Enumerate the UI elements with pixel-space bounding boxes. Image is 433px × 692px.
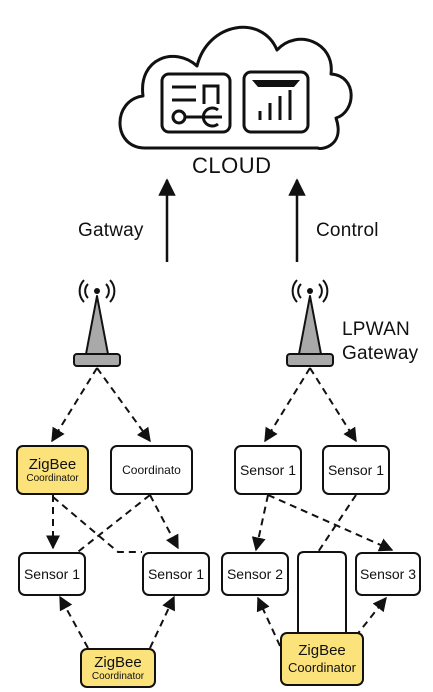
zigbee-coordinator-bottom-left-line2: Coordinator bbox=[91, 670, 145, 682]
cloud-icon bbox=[118, 25, 353, 151]
sensor1-left-a: Sensor 1 bbox=[18, 552, 86, 596]
sensor3-right-label: Sensor 3 bbox=[359, 566, 417, 582]
bar-chart-icon bbox=[242, 70, 310, 134]
right-link-label: Control bbox=[316, 220, 379, 241]
antenna-tower-icon bbox=[286, 279, 334, 367]
zigbee-coordinator-left-line2: Coordinator bbox=[26, 472, 79, 484]
cloud-title: CLOUD bbox=[192, 153, 272, 178]
sensor1-left-b: Sensor 1 bbox=[142, 552, 210, 596]
antenna-tower-icon bbox=[73, 279, 121, 367]
bracket-connector bbox=[297, 551, 347, 634]
lpwan-gateway-label-line2: Gateway bbox=[342, 343, 419, 364]
sensor1-right-a: Sensor 1 bbox=[234, 445, 302, 495]
sensor1-left-b-label: Sensor 1 bbox=[147, 566, 205, 582]
right-connections bbox=[251, 367, 394, 647]
sensor1-left-a-label: Sensor 1 bbox=[23, 566, 81, 582]
zigbee-coordinator-bottom-right: ZigBee Coordinator bbox=[280, 632, 364, 686]
zigbee-coordinator-left-line1: ZigBee bbox=[28, 455, 77, 473]
coordinator-left-label: Coordinato bbox=[122, 463, 181, 477]
document-icon bbox=[160, 72, 232, 134]
sensor3-right: Sensor 3 bbox=[355, 552, 421, 596]
sensor1-right-b: Sensor 1 bbox=[322, 445, 390, 495]
left-connections bbox=[46, 367, 179, 649]
zigbee-coordinator-bottom-left: ZigBee Coordinator bbox=[80, 648, 156, 688]
zigbee-coordinator-bottom-right-line1: ZigBee bbox=[298, 642, 346, 659]
left-link-label: Gatway bbox=[78, 220, 144, 241]
sensor2-right-label: Sensor 2 bbox=[226, 566, 284, 582]
coordinator-left: Coordinato bbox=[110, 445, 193, 495]
sensor1-right-b-label: Sensor 1 bbox=[327, 462, 385, 478]
zigbee-coordinator-left: ZigBee Coordinator bbox=[16, 445, 89, 495]
zigbee-coordinator-bottom-right-line2: Coordinator bbox=[288, 660, 356, 675]
lpwan-gateway-label-line1: LPWAN bbox=[342, 319, 410, 340]
sensor1-right-a-label: Sensor 1 bbox=[239, 462, 297, 478]
zigbee-coordinator-bottom-left-line1: ZigBee bbox=[94, 653, 142, 671]
sensor2-right: Sensor 2 bbox=[221, 552, 289, 596]
